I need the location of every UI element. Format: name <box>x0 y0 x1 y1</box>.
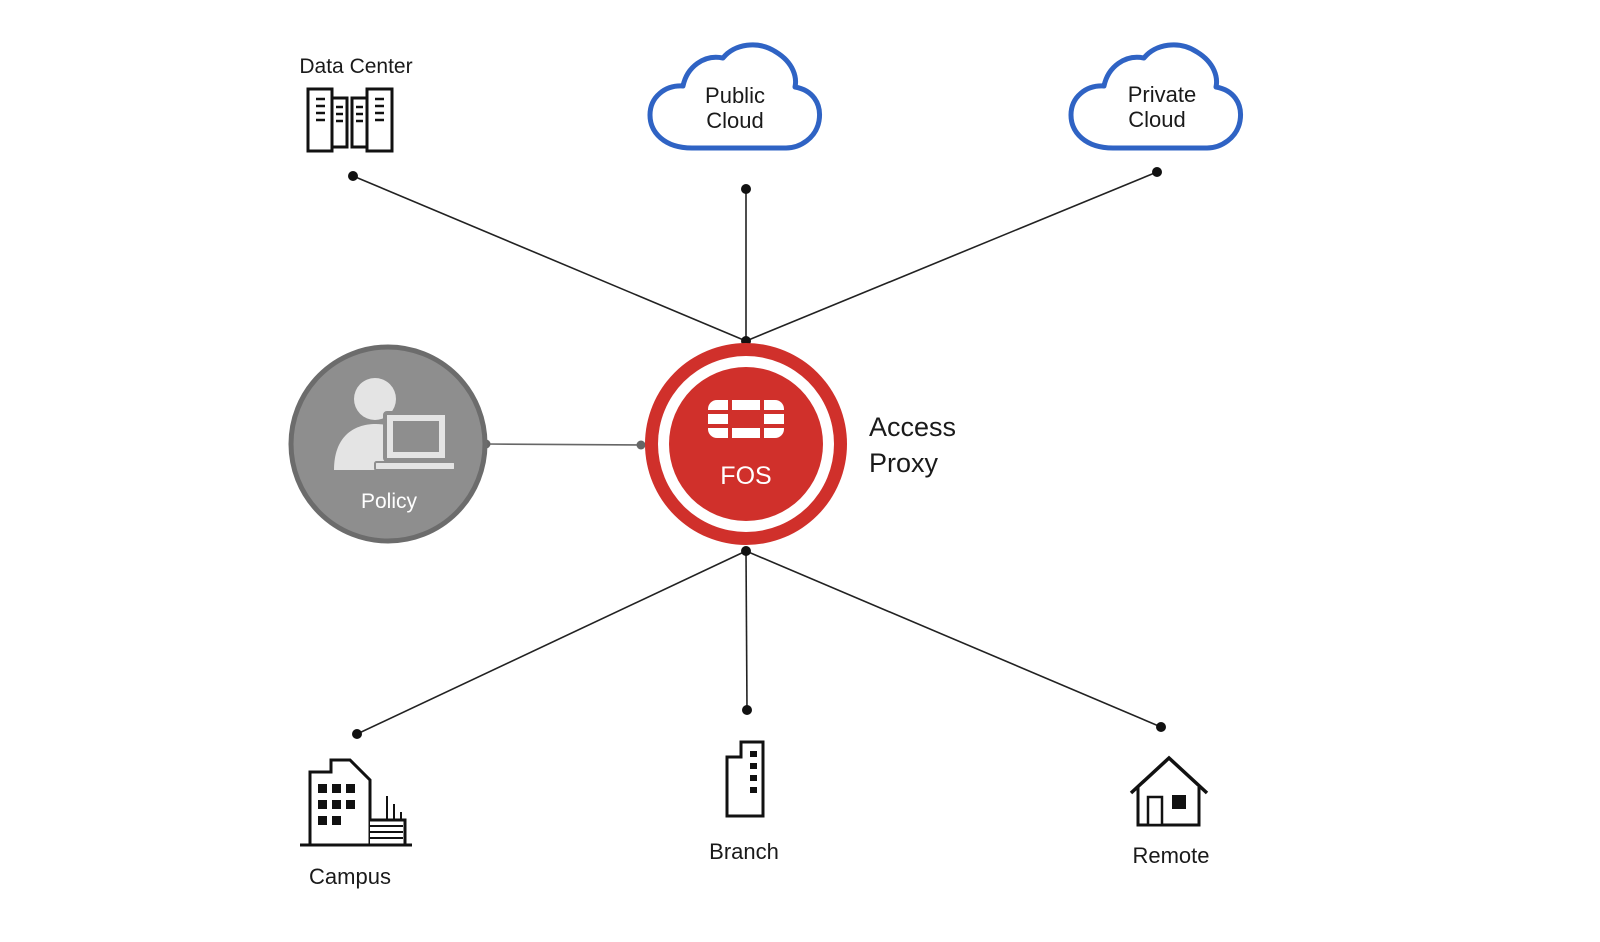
branch-node: Branch <box>709 740 779 864</box>
line-campus <box>356 550 747 735</box>
private-cloud-node: Private Cloud <box>1068 42 1244 151</box>
user-laptop-icon <box>334 378 456 471</box>
data-center-node: Data Center <box>299 55 413 153</box>
dot-hub-bottom <box>741 546 751 556</box>
public-cloud-icon <box>647 42 823 151</box>
campus-node: Campus <box>300 758 412 889</box>
line-branch <box>745 550 748 711</box>
dot-branch <box>742 705 752 715</box>
fos-inner-disc <box>669 367 823 521</box>
remote-node: Remote <box>1129 755 1210 868</box>
campus-label: Campus <box>309 864 391 889</box>
line-remote <box>745 550 1162 728</box>
policy-label: Policy <box>361 490 418 513</box>
dot-fos-left <box>636 440 646 450</box>
dot-campus <box>352 729 362 739</box>
campus-building-icon <box>300 758 412 847</box>
connector-lines <box>352 171 1162 735</box>
public-cloud-label-line2: Cloud <box>706 108 763 133</box>
dot-data-center <box>348 171 358 181</box>
branch-building-icon <box>725 740 765 818</box>
public-cloud-node: Public Cloud <box>647 42 823 151</box>
private-cloud-label-line2: Cloud <box>1128 107 1185 132</box>
access-proxy-label: Access Proxy <box>869 412 956 478</box>
line-private-cloud <box>745 171 1158 342</box>
data-center-label: Data Center <box>299 55 412 78</box>
fos-node: FOS <box>645 343 847 545</box>
fos-label: FOS <box>720 462 771 490</box>
campus-windows <box>318 784 355 825</box>
policy-node: Policy <box>288 344 488 544</box>
public-cloud-label-line1: Public <box>705 83 765 108</box>
line-policy <box>485 443 642 446</box>
dot-private-cloud <box>1152 167 1162 177</box>
branch-label: Branch <box>709 839 779 864</box>
access-proxy-label-line1: Access <box>869 412 956 442</box>
server-rack-icon <box>306 87 394 153</box>
remote-label: Remote <box>1132 843 1209 868</box>
house-icon <box>1129 755 1209 827</box>
access-proxy-label-line2: Proxy <box>869 448 939 478</box>
fortinet-logo-icon <box>708 400 784 438</box>
dot-remote <box>1156 722 1166 732</box>
private-cloud-label-line1: Private <box>1128 82 1196 107</box>
dot-public-cloud <box>741 184 751 194</box>
private-cloud-icon <box>1068 42 1244 151</box>
line-data-center <box>352 175 747 342</box>
